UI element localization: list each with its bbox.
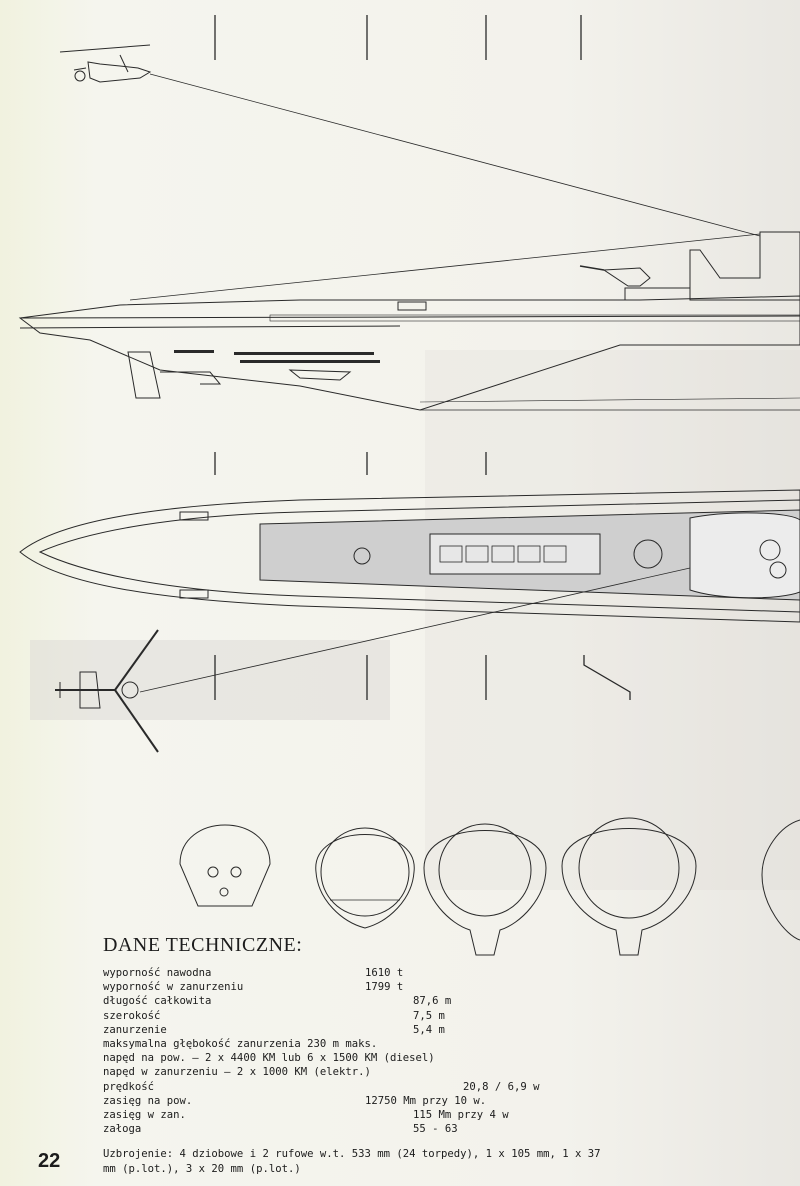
spec-label: maksymalna głębokość zanurzenia 230 m ma…	[103, 1037, 378, 1050]
cross-section-2	[315, 827, 415, 929]
spec-value: 1799 t	[365, 981, 404, 994]
spec-value: 5,4 m	[413, 1023, 445, 1036]
hull-side-profile	[18, 231, 800, 411]
spec-label: zasięg w zan.	[103, 1108, 186, 1121]
spec-row: napęd na pow. – 2 x 4400 KM lub 6 x 1500…	[103, 1051, 623, 1065]
spec-row: zasięg na pow. 12750 Mm przy 10 w.	[103, 1094, 623, 1108]
section-marker-lines	[214, 15, 631, 700]
autogyro-side-view	[59, 44, 152, 83]
spec-row: maksymalna głębokość zanurzenia 230 m ma…	[103, 1037, 623, 1051]
page-number: 22	[38, 1150, 61, 1172]
armament-text: Uzbrojenie: 4 dziobowe i 2 rufowe w.t. 5…	[103, 1148, 601, 1175]
spec-label: napęd na pow. – 2 x 4400 KM lub 6 x 1500…	[103, 1052, 435, 1065]
spec-label: długość całkowita	[103, 995, 212, 1008]
spec-label: napęd w zanurzeniu – 2 x 1000 KM (elektr…	[103, 1066, 371, 1079]
technical-data-block: DANE TECHNICZNE: wyporność nawodna 1610 t…	[103, 934, 623, 1136]
spec-label: szerokość	[103, 1009, 161, 1022]
hull-side-openings	[174, 350, 380, 363]
spec-row: wyporność nawodna 1610 t	[103, 966, 623, 980]
tow-cable-top	[139, 567, 691, 693]
spec-label: prędkość	[103, 1080, 155, 1093]
spec-value: 7,5 m	[413, 1009, 445, 1022]
spec-value: 55 - 63	[413, 1123, 458, 1136]
spec-value: 1610 t	[365, 967, 404, 979]
cross-section-4	[561, 817, 697, 956]
specs-title: DANE TECHNICZNE:	[103, 934, 303, 956]
spec-label: wyporność w zanurzeniu	[103, 981, 244, 994]
bleed-through-photo	[30, 640, 390, 720]
spec-row: zasięg w zan. 115 Mm przy 4 w	[103, 1108, 623, 1122]
spec-value: 87,6 m	[413, 995, 452, 1008]
spec-row: prędkość 20,8 / 6,9 w	[103, 1080, 623, 1094]
spec-label: zanurzenie	[103, 1023, 167, 1036]
spec-row: długość całkowita 87,6 m	[103, 994, 623, 1008]
spec-value: 20,8 / 6,9 w	[463, 1080, 540, 1093]
spec-value: 115 Mm przy 4 w	[413, 1108, 509, 1121]
spec-row: zanurzenie 5,4 m	[103, 1023, 623, 1037]
spec-label: zasięg na pow.	[103, 1094, 193, 1107]
spec-row: szerokość 7,5 m	[103, 1009, 623, 1023]
cross-section-3	[423, 823, 547, 956]
hull-top-view	[19, 489, 800, 623]
spec-row: załoga 55 - 63	[103, 1122, 623, 1136]
spec-value: 12750 Mm przy 10 w.	[365, 1094, 487, 1107]
tow-cable-side	[149, 73, 761, 237]
spec-label: wyporność nawodna	[103, 967, 212, 979]
cross-section-bow	[179, 824, 271, 907]
autogyro-top-view	[55, 629, 159, 753]
spec-row: napęd w zanurzeniu – 2 x 1000 KM (elektr…	[103, 1065, 623, 1079]
spec-row: wyporność w zanurzeniu 1799 t	[103, 980, 623, 994]
spec-label: załoga	[103, 1123, 142, 1136]
cross-section-5	[761, 819, 800, 941]
